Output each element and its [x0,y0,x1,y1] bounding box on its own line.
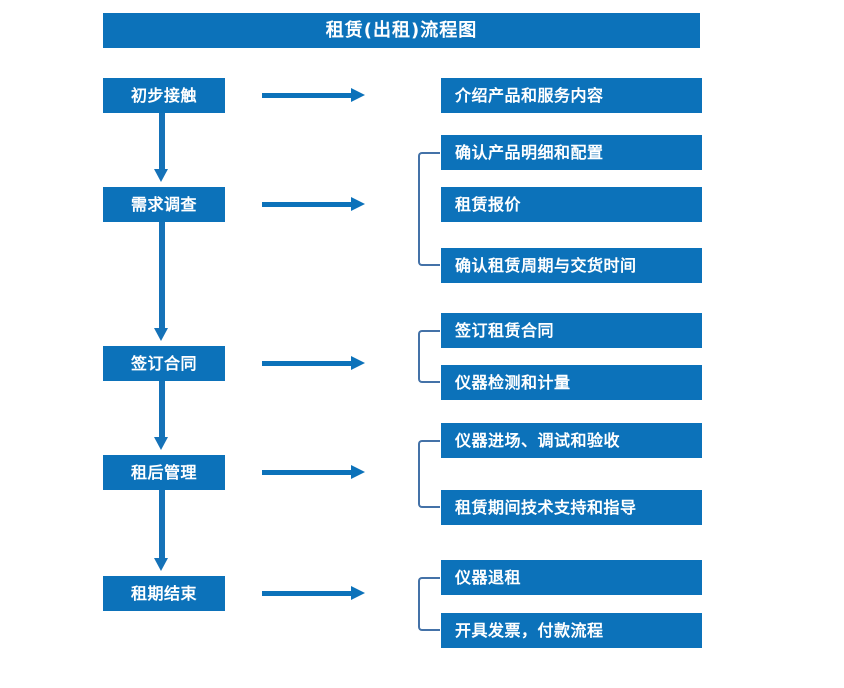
detail-label: 确认产品明细和配置 [455,142,604,162]
stage-label: 需求调查 [130,194,197,214]
detail-box-technical-support-during-lease[interactable]: 租赁期间技术支持和指导 [441,490,702,525]
arrow-head-icon [351,197,365,211]
detail-box-confirm-product-specs[interactable]: 确认产品明细和配置 [441,135,702,170]
arrow-down-needs-survey-to-sign-contract [154,222,169,341]
arrow-shaft [159,381,165,437]
detail-box-invoice-and-payment[interactable]: 开具发票，付款流程 [441,613,702,648]
detail-box-introduce-products-services[interactable]: 介绍产品和服务内容 [441,78,702,113]
stage-label: 签订合同 [130,353,197,373]
arrow-down-post-lease-to-lease-end [154,490,169,571]
flowchart-title-banner: 租赁(出租)流程图 [103,13,700,48]
detail-box-instrument-delivery-commissioning-acceptance[interactable]: 仪器进场、调试和验收 [441,423,702,458]
arrow-head-icon [154,328,168,341]
detail-box-instrument-return[interactable]: 仪器退租 [441,560,702,595]
bracket-post-lease-group [418,440,440,508]
arrow-right-sign-contract [262,356,365,370]
arrow-head-icon [154,437,168,450]
arrow-down-sign-contract-to-post-lease [154,381,169,450]
stage-box-needs-survey[interactable]: 需求调查 [103,187,225,222]
arrow-right-needs-survey [262,197,365,211]
arrow-shaft [262,591,354,596]
bracket-sign-contract-group [418,330,440,383]
arrow-shaft [262,202,354,207]
detail-box-confirm-lease-period-delivery[interactable]: 确认租赁周期与交货时间 [441,248,702,283]
stage-box-sign-contract[interactable]: 签订合同 [103,346,225,381]
detail-label: 签订租赁合同 [455,320,555,340]
detail-box-lease-quotation[interactable]: 租赁报价 [441,187,702,222]
arrow-head-icon [351,465,365,479]
arrow-head-icon [351,88,365,102]
detail-label: 介绍产品和服务内容 [455,85,604,105]
arrow-shaft [159,490,165,558]
arrow-right-initial-contact [262,88,365,102]
stage-box-post-lease-management[interactable]: 租后管理 [103,455,225,490]
detail-box-instrument-inspection-metering[interactable]: 仪器检测和计量 [441,365,702,400]
arrow-head-icon [351,586,365,600]
detail-label: 租赁期间技术支持和指导 [455,497,637,517]
detail-box-sign-lease-agreement[interactable]: 签订租赁合同 [441,313,702,348]
arrow-shaft [159,113,165,169]
arrow-shaft [262,361,354,366]
arrow-shaft [159,222,165,328]
arrow-down-initial-contact-to-needs-survey [154,113,169,182]
arrow-shaft [262,470,354,475]
bracket-needs-survey-group [418,152,440,266]
stage-label: 租期结束 [130,583,197,603]
stage-box-initial-contact[interactable]: 初步接触 [103,78,225,113]
arrow-shaft [262,93,354,98]
detail-label: 开具发票，付款流程 [455,620,604,640]
page-title: 租赁(出租)流程图 [325,19,478,41]
stage-label: 租后管理 [130,462,197,482]
stage-box-lease-end[interactable]: 租期结束 [103,576,225,611]
arrow-right-lease-end [262,586,365,600]
arrow-right-post-lease-management [262,465,365,479]
arrow-head-icon [351,356,365,370]
bracket-lease-end-group [418,577,440,631]
detail-label: 仪器检测和计量 [455,372,571,392]
arrow-head-icon [154,169,168,182]
detail-label: 租赁报价 [455,194,522,214]
detail-label: 仪器进场、调试和验收 [455,430,621,450]
detail-label: 确认租赁周期与交货时间 [455,255,637,275]
detail-label: 仪器退租 [455,567,522,587]
stage-label: 初步接触 [130,85,197,105]
arrow-head-icon [154,558,168,571]
